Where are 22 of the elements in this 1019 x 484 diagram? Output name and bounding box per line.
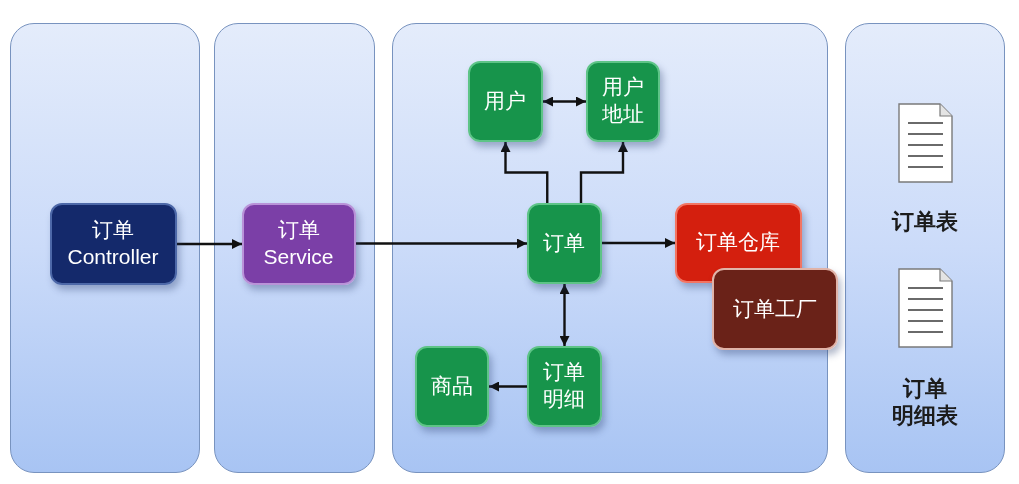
entity-box: 订单 Service [241, 202, 356, 285]
layer-panel [10, 23, 200, 473]
arrow [356, 238, 527, 249]
layer-panel [214, 23, 375, 473]
entity-box: 订单工厂 [712, 268, 838, 350]
entity-box: 订单 [526, 202, 602, 284]
arrow [489, 381, 527, 392]
arrow [602, 238, 675, 248]
double-arrow [543, 96, 586, 107]
arrow [177, 239, 242, 249]
double-arrow [559, 284, 570, 346]
entity-box: 订单明细 [526, 345, 602, 427]
entity-box: 订单 Controller [49, 202, 177, 285]
entity-box: 用户地址 [585, 60, 660, 142]
layer-panel [845, 23, 1005, 473]
arrow [579, 142, 628, 203]
document-label: 订单明细表 [891, 374, 959, 429]
entity-box: 用户 [467, 60, 543, 142]
arrow [500, 142, 549, 203]
entity-box: 商品 [414, 345, 489, 427]
layer-panel [392, 23, 828, 473]
document-label: 订单表 [890, 207, 959, 235]
